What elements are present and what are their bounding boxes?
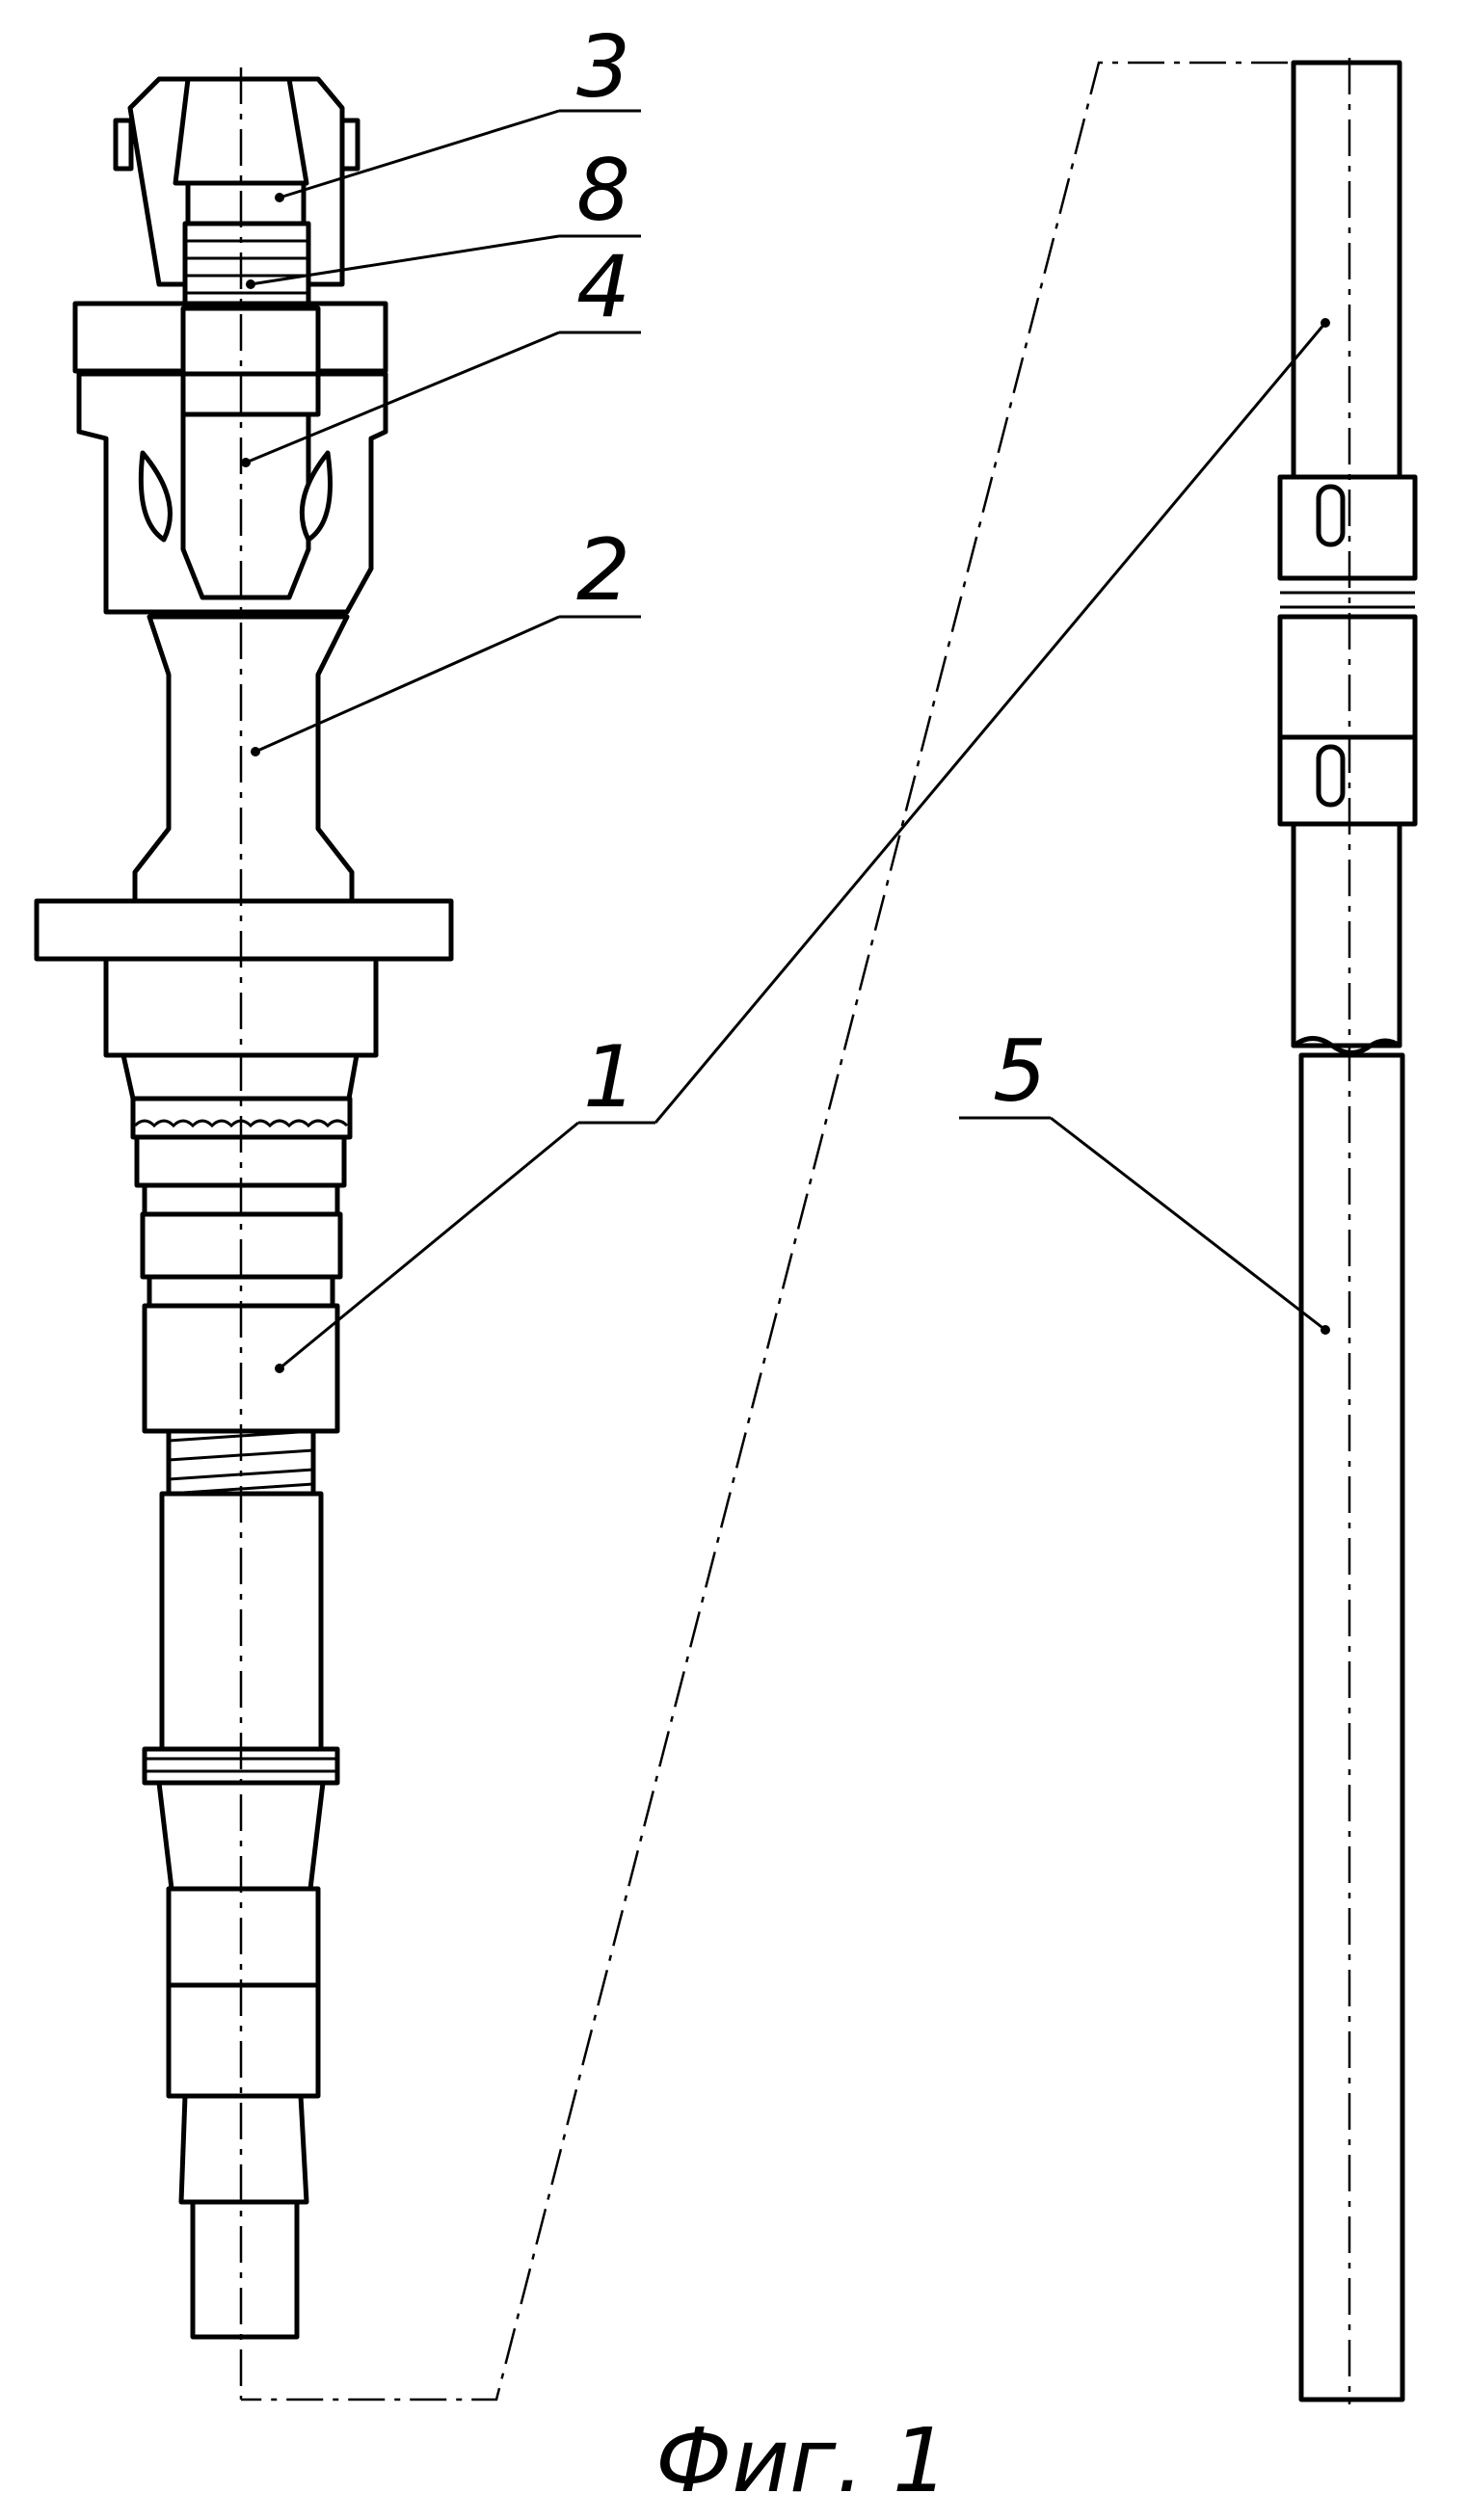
label-4: 4	[576, 237, 630, 336]
label-3: 3	[576, 17, 630, 117]
break-lines	[241, 63, 1349, 2400]
figure-caption: Фиг. 1	[655, 2409, 948, 2512]
label-8: 8	[576, 141, 630, 240]
label-5: 5	[993, 1021, 1047, 1121]
rod-part-5	[1280, 58, 1415, 2404]
label-2: 2	[576, 520, 630, 620]
coupling-flange	[75, 304, 386, 612]
flange-plate	[37, 901, 451, 959]
leader-lines	[241, 111, 1330, 1373]
body-part-2	[135, 617, 352, 901]
label-1: 1	[583, 1027, 637, 1127]
left-assembly	[37, 67, 451, 2400]
